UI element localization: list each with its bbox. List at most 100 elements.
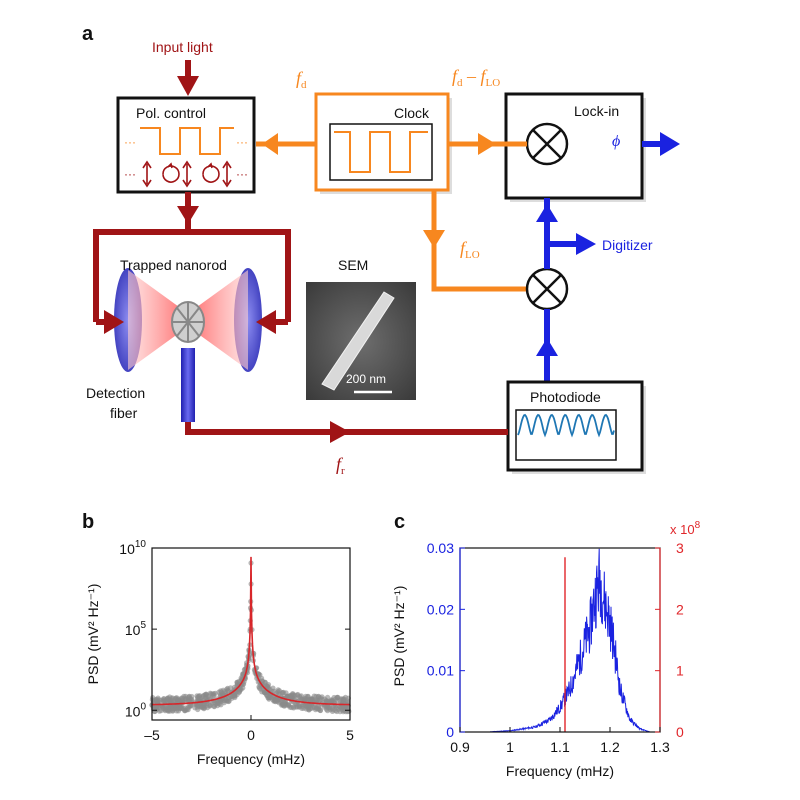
- plot-c-left-tick-label: 0.03: [427, 540, 454, 556]
- plot-b-data-point: [266, 685, 272, 691]
- fd-minus-flo-label: fd – fLO: [452, 66, 500, 89]
- plot-b-data-point: [256, 685, 262, 691]
- plot-c-frame: [459, 547, 661, 733]
- pol-dots-right-orange: ···: [236, 135, 248, 149]
- detection-fiber-label-line1: Detection: [86, 385, 145, 401]
- lock-in-mixer-cross: [532, 129, 562, 159]
- photodiode-label: Photodiode: [530, 389, 601, 405]
- plot-b-xtick-label: 0: [247, 727, 255, 743]
- red-arrowhead-right-in: [256, 310, 276, 334]
- plot-b-data-point: [175, 698, 181, 704]
- plot-c-left-tick-label: 0: [446, 724, 454, 740]
- plot-b-data-point: [214, 700, 220, 706]
- plot-c-right-tick-label: 0: [676, 724, 684, 740]
- plot-b-data-point: [311, 693, 317, 699]
- plot-b-xtick-label: –5: [144, 727, 160, 743]
- panel-label-b: b: [82, 511, 94, 533]
- plot-b-data-point: [332, 708, 339, 714]
- nanorod: [171, 301, 205, 343]
- clock-square-wave: [334, 131, 428, 173]
- plot-c-xtick-label: 1.2: [600, 739, 620, 755]
- photodiode-trace-frame: [515, 409, 617, 461]
- pol-dots-right-red: ···: [236, 167, 248, 181]
- pol-dots-left-orange: ···: [124, 135, 136, 149]
- lock-in-label: Lock-in: [574, 103, 619, 119]
- plot-c-xlabel: Frequency (mHz): [506, 763, 614, 779]
- plot-b-data-point: [155, 698, 161, 704]
- input-light-label: Input light: [152, 39, 213, 55]
- plot-b-data-point: [160, 697, 167, 703]
- plot-b-data-point: [185, 705, 191, 711]
- plot-c-ylabel: PSD (mV² Hz⁻¹): [391, 586, 407, 687]
- flo-label: fLO: [460, 238, 480, 261]
- plot-b-data-point: [152, 708, 158, 715]
- plot-b-data-point: [303, 693, 309, 700]
- sem-nanorod: [321, 291, 395, 391]
- plot-b-xlabel: Frequency (mHz): [197, 751, 305, 767]
- orange-line-clock-to-mixer: [431, 190, 527, 292]
- detection-fiber-label-line2: fiber: [110, 405, 138, 421]
- plot-b-data-point: [329, 698, 335, 704]
- plot-c-right-tick-label: 2: [676, 601, 684, 617]
- pol-dots-left-red: ···: [124, 167, 136, 181]
- orange-arrowhead-to-lockin: [478, 133, 496, 155]
- input-light-arrow-head: [177, 76, 199, 96]
- plot-b-data-point: [346, 708, 352, 715]
- pol-control-label: Pol. control: [136, 105, 206, 121]
- orange-arrowhead-down: [423, 230, 445, 248]
- sem-label: SEM: [338, 257, 368, 273]
- red-arrowhead-to-photodiode: [330, 421, 350, 443]
- plot-b-data-point: [212, 690, 218, 696]
- plot-b-data-point: [334, 694, 340, 701]
- plot-b-data-point: [178, 705, 184, 711]
- sem-scale-label: 200 nm: [346, 372, 386, 386]
- plot-b-data-point: [323, 698, 329, 704]
- plot-b-ylabel: PSD (mV² Hz⁻¹): [85, 584, 101, 685]
- plot-b-data-point: [319, 696, 325, 702]
- plot-b-data-point: [225, 698, 232, 705]
- red-arrowhead-left-in: [104, 310, 124, 334]
- red-arrowhead-pol-down: [177, 206, 199, 224]
- red-line-trap-loop: [93, 229, 291, 322]
- plot-c-xtick-label: 1.1: [550, 739, 570, 755]
- plot-b-fit-line: [152, 556, 350, 706]
- digitizer-label: Digitizer: [602, 237, 653, 253]
- plot-b-data-point: [178, 695, 185, 701]
- plot-b-data-point: [167, 708, 173, 714]
- panel-label-a: a: [82, 23, 94, 45]
- blue-arrowhead-up-2: [536, 338, 558, 356]
- plot-b-data-point: [290, 691, 296, 697]
- left-beam: [128, 270, 186, 370]
- phi-label: ϕ: [612, 133, 620, 150]
- plot-b-data-point: [195, 706, 201, 713]
- plot-c-right-multiplier: x 108: [670, 520, 701, 537]
- plot-b-data-point: [186, 694, 192, 700]
- plot-b-data-point: [321, 704, 327, 710]
- plot-b-data-point: [158, 708, 164, 714]
- plot-b-data-point: [270, 685, 276, 691]
- plot-b-ytick-label: 1010: [119, 539, 146, 557]
- polarization-symbols: [142, 160, 232, 188]
- plot-b-ytick-label: 100: [125, 701, 147, 719]
- plot-c-xtick-label: 1.3: [650, 739, 670, 755]
- plot-b-ytick-label: 105: [125, 620, 147, 638]
- orange-arrowhead-to-pol: [262, 133, 278, 155]
- panel-label-c: c: [394, 511, 405, 533]
- plot-b-data-point: [162, 708, 168, 714]
- fd-label: fd: [296, 68, 307, 91]
- plot-b-data-point: [313, 705, 320, 711]
- plot-c-psd-trace: [490, 548, 655, 733]
- photodiode-trace: [517, 413, 615, 438]
- blue-arrowhead-up-1: [536, 204, 558, 222]
- plot-b-data-point: [166, 703, 172, 710]
- clock-inner-box: [329, 123, 433, 181]
- plot-b-data-point: [199, 705, 205, 711]
- plot-c-left-tick-label: 0.01: [427, 663, 454, 679]
- lo-mixer-cross: [532, 274, 562, 304]
- plot-b-data-point: [232, 693, 238, 699]
- plot-b-data-point: [295, 691, 301, 698]
- fr-label: fr: [336, 454, 345, 477]
